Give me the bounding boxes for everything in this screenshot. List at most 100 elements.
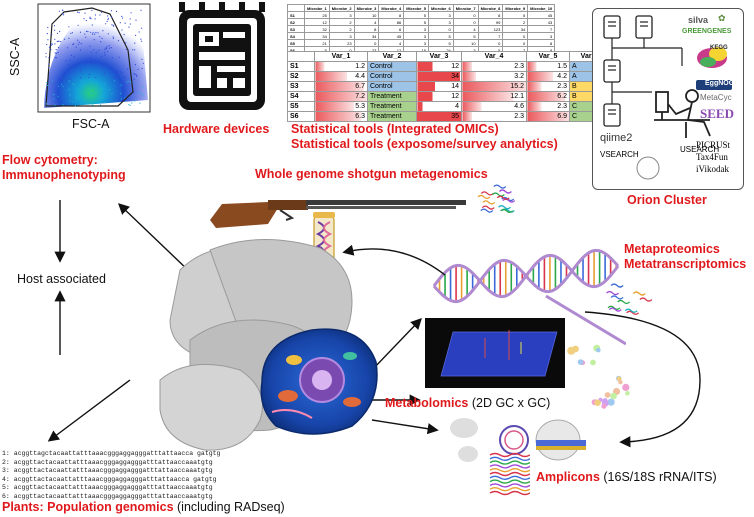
alignment-row: 1: acggttagctacaattatttaaacgggaggagggatt… [2, 450, 242, 459]
peptide-chain-icon [560, 334, 640, 414]
flow-event-dot [54, 52, 56, 54]
flow-event-dot [142, 95, 144, 97]
peptide-bead [610, 392, 617, 400]
flow-event-dot [51, 43, 54, 45]
flow-event-dot [53, 94, 55, 96]
flow-event-dot [54, 29, 56, 31]
dna-fragment [500, 208, 514, 214]
flow-event-dot [101, 56, 103, 58]
flow-event-dot [51, 34, 53, 36]
flow-event-dot [104, 51, 106, 53]
amplicons-label: Amplicons (16S/18S rRNA/ITS) [536, 470, 717, 484]
flow-event-dot [68, 37, 70, 40]
flow-event-dot [73, 56, 75, 58]
flow-event-dot [59, 30, 61, 33]
flow-event-dot [76, 98, 78, 100]
flow-event-dot [110, 10, 112, 12]
flow-event-dot [103, 83, 105, 85]
flow-cytometry-panel: SSC-A FSC-A [0, 0, 160, 150]
flow-event-dot [47, 84, 49, 87]
flow-event-dot [104, 102, 106, 104]
flow-event-dot [93, 33, 96, 35]
dna-fragment [481, 205, 495, 210]
flow-cytometry-title: Flow cytometry: Immunophenotyping [2, 153, 126, 182]
eukaryotic-cell-illustration [252, 322, 382, 440]
flow-event-dot [95, 60, 97, 62]
flow-event-dot [57, 46, 60, 49]
flow-event-dot [56, 32, 59, 35]
flow-event-dot [110, 47, 112, 49]
flow-event-dot [99, 96, 101, 98]
flow-event-dot [113, 71, 115, 73]
peptide-bead [625, 391, 630, 396]
flow-event-dot [51, 80, 53, 82]
flow-event-dot [106, 20, 108, 22]
alignment-row: 5: acggttactacaattatttaaacgggaggagggattt… [2, 484, 242, 493]
dna-fragment [482, 200, 496, 205]
flow-event-dot [88, 76, 90, 78]
flow-event-dot [50, 49, 52, 51]
flow-event-dot [89, 57, 91, 59]
flow-event-dot [58, 78, 61, 81]
alignment-row-sequence: acggttactacaattatttaaacgggaggagggatttatt… [13, 467, 213, 475]
flow-event-dot [100, 11, 103, 13]
metacyc-logo: MetaCyc [700, 93, 732, 102]
flow-event-dot [120, 92, 122, 94]
flow-event-dot [80, 43, 82, 45]
peptide-bead [601, 403, 607, 409]
flow-event-dot [99, 104, 102, 106]
flow-event-dot [62, 104, 64, 106]
flow-event-dot [116, 76, 118, 78]
flow-event-dot [120, 84, 122, 86]
peptide-bead [577, 359, 584, 365]
flow-event-dot [83, 18, 85, 20]
flow-event-dot [68, 69, 70, 71]
flow-event-dot [100, 41, 102, 43]
wgs-label: Whole genome shotgun metagenomics [255, 167, 488, 181]
flow-event-dot [134, 49, 136, 51]
flow-event-dot [54, 38, 56, 40]
flow-event-dot [115, 10, 118, 12]
dna-fragment [480, 191, 494, 196]
flow-event-dot [107, 33, 109, 35]
flow-event-dot [102, 66, 104, 68]
flow-event-dot [55, 52, 57, 55]
flow-event-dot [108, 47, 110, 49]
peptide-bead [590, 359, 596, 366]
shotgun-illustration [208, 184, 468, 234]
flow-event-dot [101, 37, 103, 40]
dna-fragment [610, 283, 624, 288]
flow-event-dot [138, 92, 140, 94]
flow-event-dot [140, 38, 142, 40]
amplicon-read [489, 464, 530, 469]
flow-event-dot [90, 51, 92, 53]
flow-event-dot [130, 81, 132, 83]
flow-event-dot [99, 36, 101, 38]
flow-event-dot [107, 15, 109, 17]
flow-event-dot [69, 100, 71, 102]
flow-event-dot [136, 74, 138, 76]
dna-fragment [480, 208, 494, 213]
flow-event-dot [54, 56, 56, 59]
flow-event-dot [54, 43, 56, 45]
flow-event-dot [106, 50, 109, 53]
flow-event-dot [98, 99, 100, 102]
flow-event-dot [117, 40, 120, 42]
dna-fragment [608, 307, 622, 312]
flow-event-dot [91, 62, 93, 64]
flow-event-dot [79, 49, 81, 51]
flow-event-dot [107, 18, 109, 21]
flow-event-dot [105, 23, 107, 25]
flow-event-dot [95, 76, 97, 79]
flow-event-dot [72, 83, 74, 85]
flow-event-dot [78, 12, 80, 14]
flow-scatter-plot [37, 3, 151, 113]
flow-event-dot [130, 12, 132, 14]
flow-event-dot [93, 39, 95, 41]
flow-event-dot [112, 37, 114, 40]
flow-event-dot [70, 32, 72, 35]
flow-event-dot [114, 80, 116, 82]
flow-event-dot [117, 70, 119, 72]
flow-event-dot [77, 43, 79, 45]
